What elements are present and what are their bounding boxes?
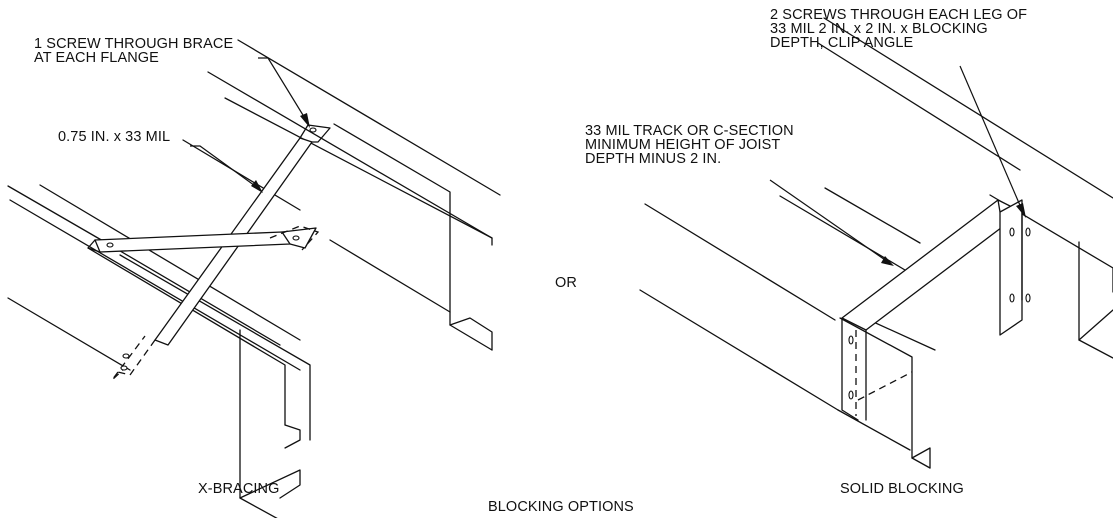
callout-clip-angle: 2 SCREWS THROUGH EACH LEG OF 33 MIL 2 IN…: [770, 7, 1028, 51]
screw-hole-icon: [1025, 293, 1031, 303]
callout-line: 33 MIL 2 IN. x 2 IN. x BLOCKING: [770, 21, 988, 37]
callout-track-c-section: 33 MIL TRACK OR C-SECTION MINIMUM HEIGHT…: [585, 123, 794, 167]
xbracing-joist-near: [7, 184, 311, 518]
leader-strap: [190, 145, 263, 193]
screw-hole-icon: [120, 365, 128, 371]
callout-screw-through-brace: 1 SCREW THROUGH BRACE AT EACH FLANGE: [34, 36, 234, 66]
solid-blocking-drawing: [639, 17, 1113, 469]
figure-title: BLOCKING OPTIONS: [488, 499, 634, 515]
xbracing-joist-middle: [7, 139, 451, 449]
screw-hole-icon: [848, 390, 854, 400]
screw-hole-icon: [122, 353, 130, 359]
screw-hole-icon: [1009, 293, 1015, 303]
or-separator: OR: [555, 275, 577, 291]
solid-block: [841, 199, 1023, 421]
callout-strap-size: 0.75 IN. x 33 MIL: [58, 129, 171, 145]
callout-line: DEPTH, CLIP ANGLE: [770, 35, 914, 51]
leader-clip-angle: [959, 65, 1026, 218]
leader-track: [769, 179, 894, 266]
callout-line: AT EACH FLANGE: [34, 50, 159, 66]
screw-hole-icon: [309, 127, 317, 133]
screw-hole-icon: [1025, 227, 1031, 237]
solid-joist-far: [817, 17, 1113, 359]
leader-screw-brace: [258, 57, 310, 128]
callout-line: 33 MIL TRACK OR C-SECTION: [585, 123, 794, 139]
solid-joist-middle: [639, 187, 921, 411]
screw-hole-icon: [292, 235, 300, 241]
caption-solid-blocking: SOLID BLOCKING: [840, 481, 964, 497]
caption-x-bracing: X-BRACING: [198, 481, 280, 497]
callout-line: 1 SCREW THROUGH BRACE: [34, 36, 234, 52]
xbracing-joist-far: [207, 39, 501, 351]
callout-line: DEPTH MINUS 2 IN.: [585, 151, 722, 167]
screw-hole-icon: [848, 335, 854, 345]
callout-line: 2 SCREWS THROUGH EACH LEG OF: [770, 7, 1028, 23]
screw-hole-icon: [1009, 227, 1015, 237]
xbracing-strap-cross: [87, 225, 320, 253]
screw-hole-icon: [106, 242, 114, 248]
callout-line: MINIMUM HEIGHT OF JOIST: [585, 137, 781, 153]
xbracing-drawing: [7, 39, 501, 518]
